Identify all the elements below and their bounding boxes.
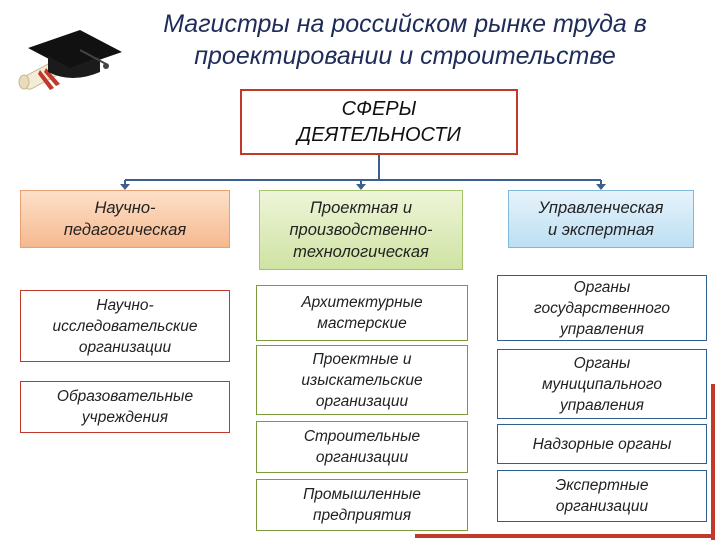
category-line: педагогическая	[63, 221, 187, 239]
item-line: Надзорные органы	[532, 435, 672, 453]
item-industrial-enterprises: Промышленные предприятия	[256, 479, 468, 531]
item-line: Проектные и	[312, 350, 412, 368]
item-line: управления	[560, 320, 644, 338]
decorative-frame-bottom	[415, 534, 715, 538]
category-line: производственно-	[289, 221, 433, 239]
item-line: Экспертные	[555, 477, 649, 494]
item-line: Архитектурные	[301, 294, 423, 311]
item-line: Образовательные	[56, 388, 194, 405]
category-line: Проектная и	[309, 199, 413, 217]
title-line-1: Магистры на российском рынке труда в	[163, 10, 647, 38]
item-supervisory-bodies: Надзорные органы	[497, 424, 707, 464]
category-line: и экспертная	[548, 221, 654, 239]
item-line: управления	[560, 396, 644, 414]
category-management-expert: Управленческая и экспертная	[508, 190, 694, 248]
item-state-authorities: Органы государственного управления	[497, 275, 707, 341]
item-construction-organizations: Строительные организации	[256, 421, 468, 473]
category-line: Научно-	[94, 199, 156, 217]
item-line: Строительные	[303, 428, 421, 445]
item-line: учреждения	[81, 409, 169, 426]
item-line: Органы	[573, 354, 631, 372]
item-municipal-authorities: Органы муниципального управления	[497, 349, 707, 419]
category-design-production: Проектная и производственно- технологиче…	[259, 190, 463, 270]
category-line: технологическая	[293, 243, 429, 261]
item-line: предприятия	[312, 507, 411, 524]
root-line-2: ДЕЯТЕЛЬНОСТИ	[297, 124, 461, 146]
title-line-2: проектировании и строительстве	[194, 42, 616, 70]
item-line: организации	[78, 338, 172, 356]
item-line: Научно-	[96, 296, 154, 314]
item-line: Органы	[573, 278, 631, 296]
item-research-organizations: Научно- исследовательские организации	[20, 290, 230, 362]
root-line-1: СФЕРЫ	[341, 98, 417, 120]
item-architectural-workshops: Архитектурные мастерские	[256, 285, 468, 341]
item-line: Промышленные	[303, 486, 421, 503]
item-line: исследовательские	[52, 317, 198, 335]
item-expert-organizations: Экспертные организации	[497, 470, 707, 522]
root-node-spheres: СФЕРЫ ДЕЯТЕЛЬНОСТИ	[240, 89, 518, 155]
category-scientific-pedagogical: Научно- педагогическая	[20, 190, 230, 248]
page-title: Магистры на российском рынке труда в про…	[95, 8, 715, 72]
item-line: муниципального	[542, 375, 662, 393]
item-line: государственного	[533, 299, 671, 317]
item-line: организации	[555, 498, 649, 515]
item-line: изыскательские	[301, 371, 423, 389]
item-line: мастерские	[317, 315, 407, 332]
decorative-frame-right	[711, 384, 715, 540]
graduation-cap-icon	[18, 30, 122, 90]
item-line: организации	[315, 392, 409, 410]
item-line: организации	[315, 449, 409, 466]
category-line: Управленческая	[538, 199, 664, 217]
item-design-survey-organizations: Проектные и изыскательские организации	[256, 345, 468, 415]
item-educational-institutions: Образовательные учреждения	[20, 381, 230, 433]
